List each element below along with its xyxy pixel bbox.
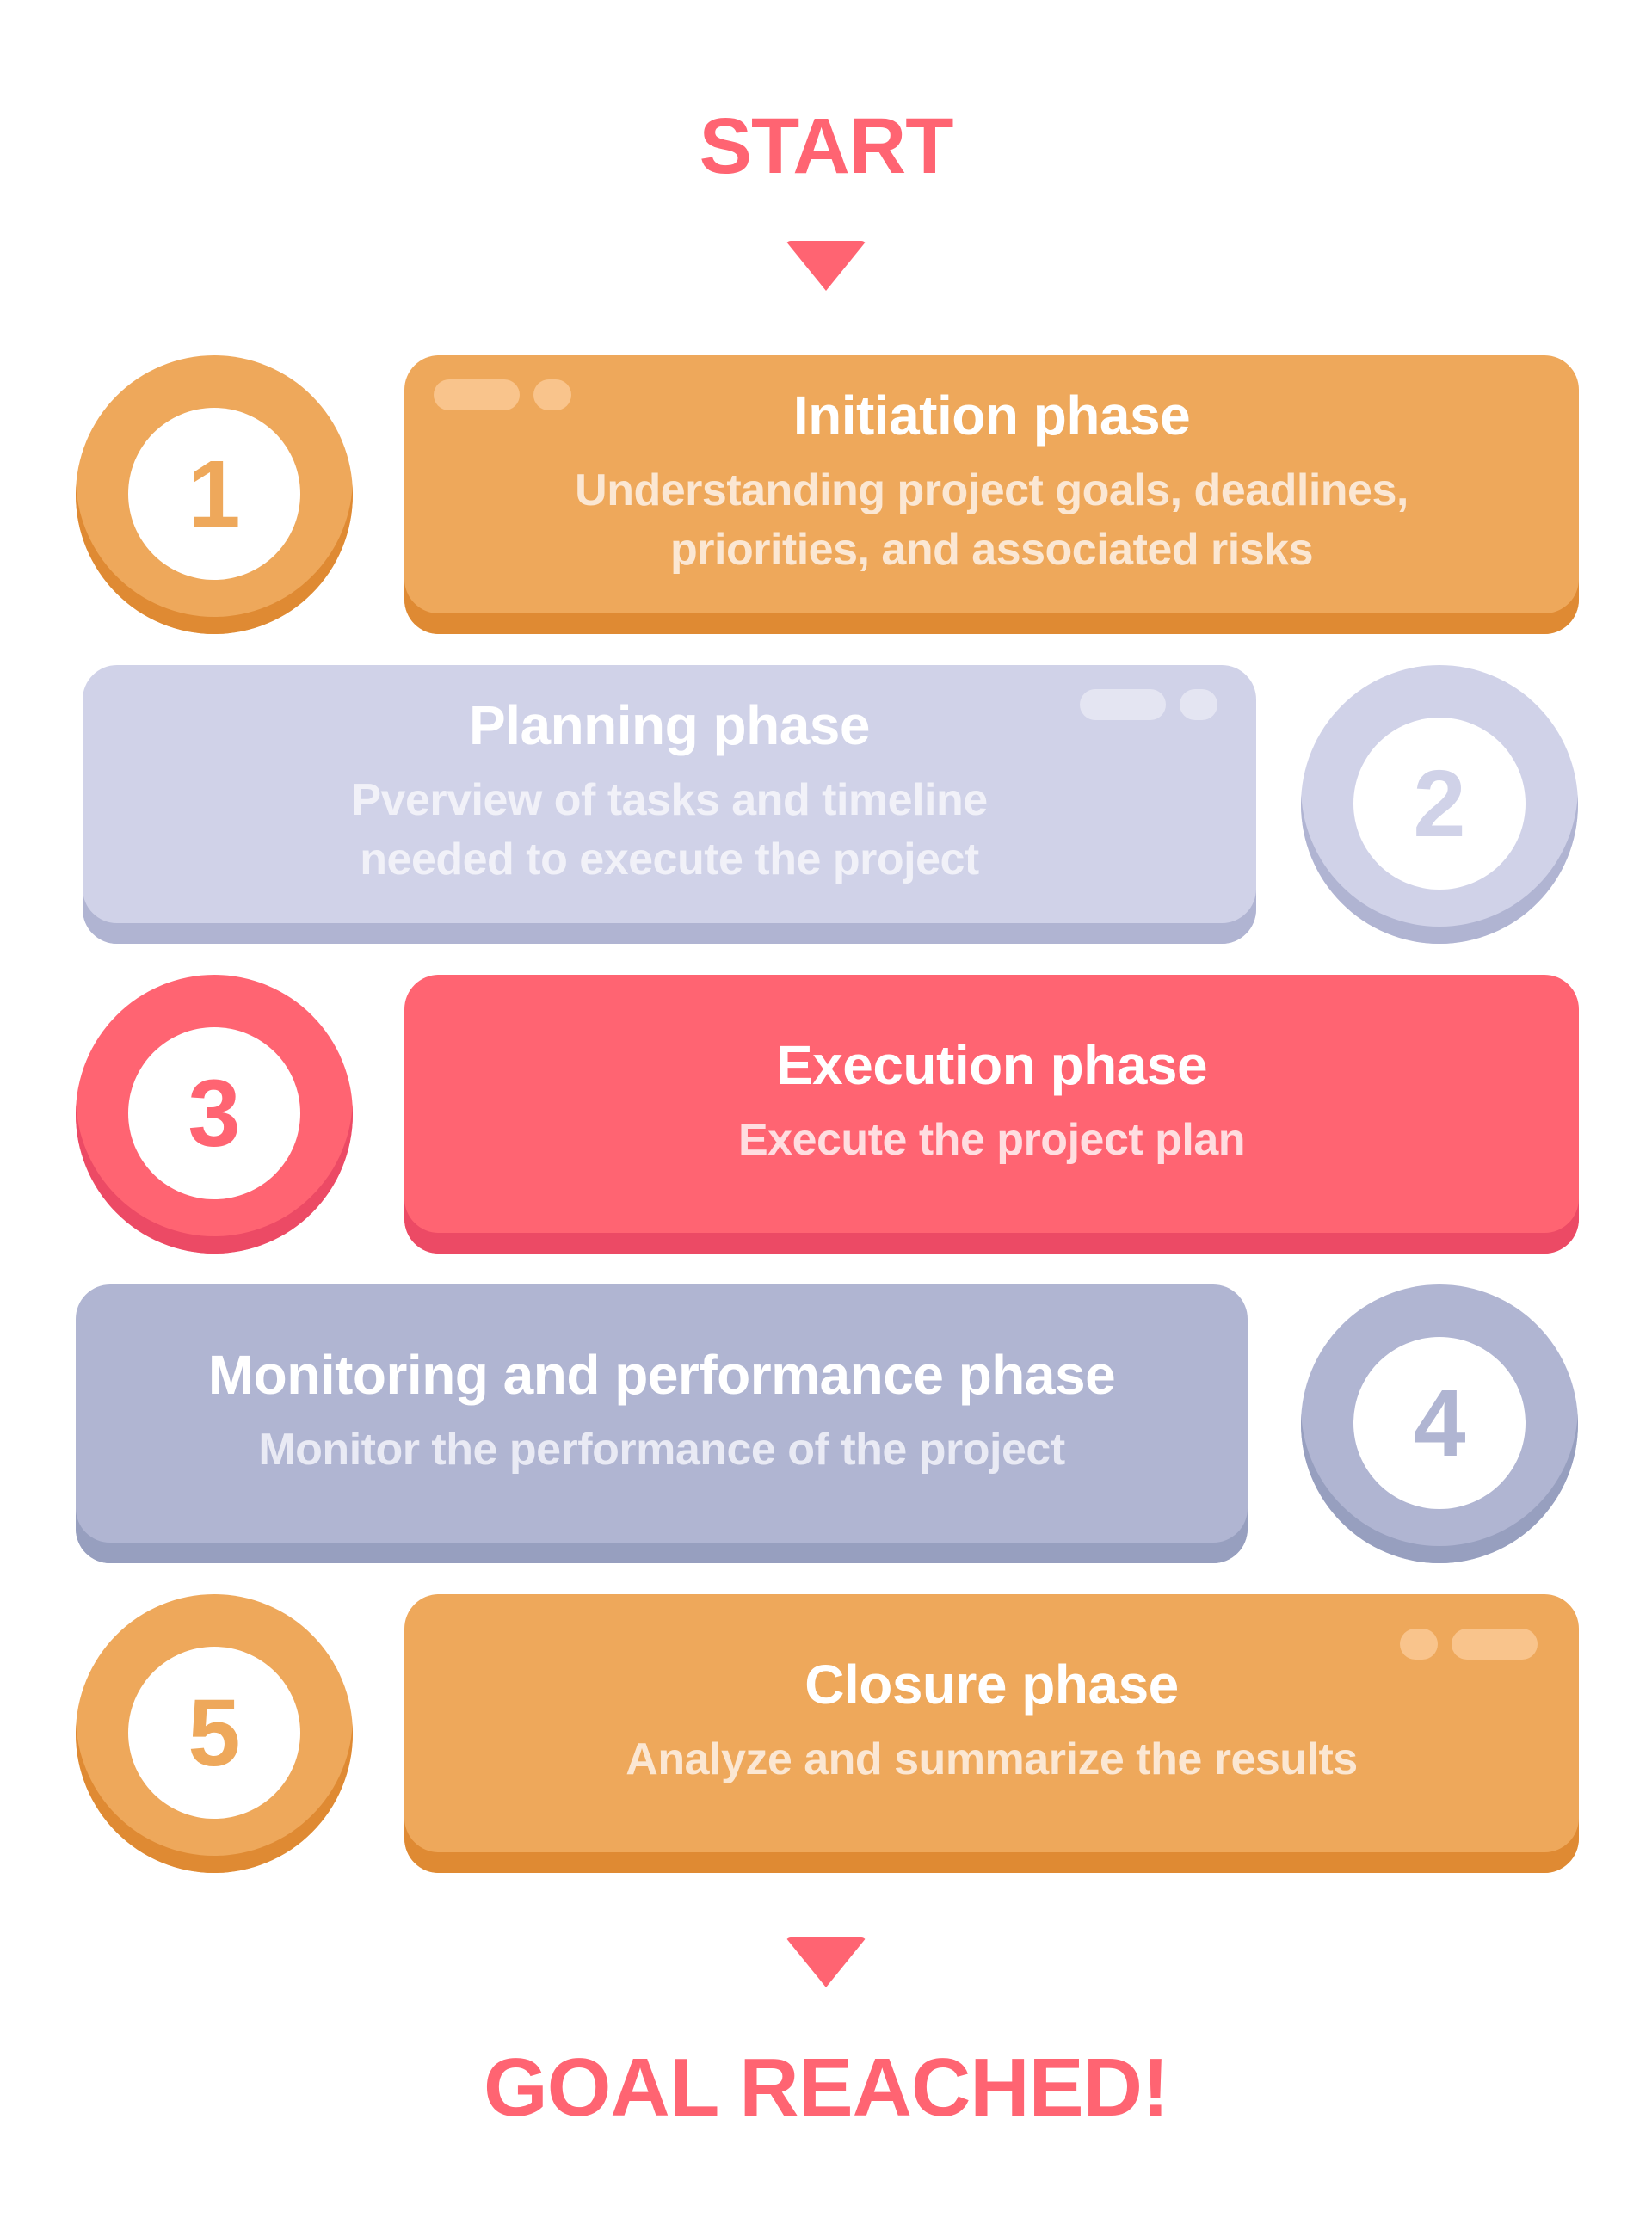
phase-4-description: Monitor the performance of the project bbox=[258, 1424, 1065, 1475]
phase-1-card: Initiation phase Understanding project g… bbox=[404, 355, 1579, 634]
phase-5-title: Closure phase bbox=[804, 1653, 1179, 1716]
decorative-dots-icon bbox=[1400, 1629, 1538, 1660]
goal-reached-label: GOAL REACHED! bbox=[484, 2042, 1169, 2134]
phase-1-title: Initiation phase bbox=[792, 384, 1191, 447]
start-label: START bbox=[699, 102, 954, 190]
phase-2-card: Planning phase Pverview of tasks and tim… bbox=[83, 665, 1256, 944]
phase-5-card: Closure phase Analyze and summarize the … bbox=[404, 1594, 1579, 1873]
phase-5-number: 5 bbox=[128, 1647, 300, 1819]
phase-1-description: Understanding project goals, deadlines, … bbox=[575, 465, 1409, 576]
down-arrow-icon bbox=[786, 241, 866, 291]
phase-3-number-badge: 3 bbox=[76, 975, 353, 1254]
phase-2-number: 2 bbox=[1353, 718, 1526, 890]
phase-2-number-badge: 2 bbox=[1301, 665, 1578, 944]
phase-3-title: Execution phase bbox=[775, 1033, 1208, 1096]
phase-2-description: Pverview of tasks and timeline needed to… bbox=[351, 774, 988, 885]
phase-4-number-badge: 4 bbox=[1301, 1284, 1578, 1563]
phase-4-title: Monitoring and performance phase bbox=[207, 1343, 1116, 1406]
decorative-dots-icon bbox=[1080, 689, 1217, 720]
phase-1-number-badge: 1 bbox=[76, 355, 353, 634]
phase-2-title: Planning phase bbox=[469, 693, 870, 756]
phase-3-description: Execute the project plan bbox=[737, 1114, 1246, 1165]
phase-5-number-badge: 5 bbox=[76, 1594, 353, 1873]
phase-3-number: 3 bbox=[128, 1027, 300, 1199]
decorative-dots-icon bbox=[434, 379, 571, 410]
phase-5-description: Analyze and summarize the results bbox=[626, 1734, 1358, 1784]
phase-3-card: Execution phase Execute the project plan bbox=[404, 975, 1579, 1254]
phase-4-number: 4 bbox=[1353, 1337, 1526, 1509]
down-arrow-icon bbox=[786, 1937, 866, 1987]
phase-4-card: Monitoring and performance phase Monitor… bbox=[76, 1284, 1248, 1563]
phase-1-number: 1 bbox=[128, 408, 300, 580]
